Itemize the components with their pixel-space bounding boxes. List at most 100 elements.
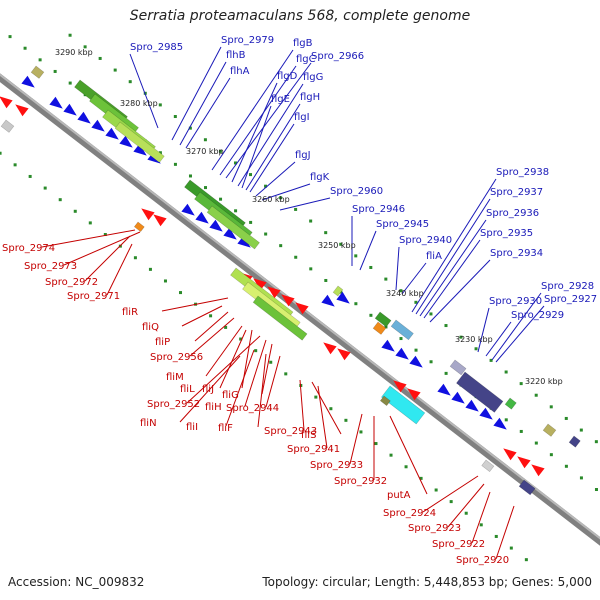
tick-mark — [209, 314, 213, 318]
reverse-gene-arrow — [267, 286, 281, 299]
bottom-leader-line — [495, 505, 515, 560]
top-leader-line — [179, 61, 227, 146]
forward-gene-arrow — [223, 227, 237, 240]
top-gene-label: flgI — [294, 112, 310, 123]
tick-mark — [158, 151, 162, 155]
tick-mark — [309, 219, 313, 223]
position-label: 3270 kbp — [186, 147, 224, 156]
bottom-leader-line — [447, 483, 485, 528]
forward-gene-arrow — [395, 347, 409, 360]
bottom-gene-label: Spro_2924 — [383, 508, 436, 519]
bottom-leader-line — [349, 413, 363, 465]
tick-mark — [429, 360, 433, 364]
top-leader-line — [423, 239, 481, 319]
forward-gene-arrow — [195, 211, 209, 224]
position-label: 3290 kbp — [55, 48, 93, 57]
top-leader-line — [185, 77, 231, 149]
top-gene-label: Spro_2935 — [480, 228, 533, 239]
reverse-gene-arrow — [253, 278, 267, 291]
bottom-gene-label: putA — [387, 490, 411, 501]
tick-mark — [188, 174, 192, 178]
tick-mark — [369, 265, 373, 269]
bottom-gene-label: fliM — [166, 372, 184, 383]
tick-mark — [219, 197, 223, 201]
reverse-gene-arrow — [295, 302, 309, 315]
gene-labels: Spro_2985Spro_2979flhBflhAflgBflgCSpro_2… — [2, 35, 597, 566]
topology-info: Topology: circular; Length: 5,448,853 bp… — [262, 575, 592, 589]
reverse-gene-arrow — [0, 96, 13, 109]
top-leader-line — [411, 178, 497, 313]
tick-mark — [0, 151, 2, 155]
top-leader-line — [129, 53, 159, 129]
tick-mark — [23, 46, 27, 50]
tick-mark — [88, 221, 92, 225]
gene-block — [504, 397, 517, 410]
position-label: 3250 kbp — [318, 241, 356, 250]
label-leader-lines — [41, 46, 545, 560]
top-gene-label: flgB — [293, 38, 313, 49]
forward-gene-arrow — [409, 355, 423, 368]
tick-mark — [474, 347, 478, 351]
tick-mark — [68, 81, 72, 85]
top-leader-line — [279, 197, 331, 211]
tick-mark — [188, 126, 192, 130]
bottom-gene-label: fliJ — [202, 384, 214, 395]
tick-mark — [534, 393, 538, 397]
top-leader-line — [249, 123, 295, 193]
forward-gene-arrow — [237, 235, 251, 248]
bottom-gene-label: Spro_2920 — [456, 555, 509, 566]
gene-block — [379, 395, 391, 406]
tick-mark — [103, 233, 107, 237]
position-label: 3230 kbp — [455, 335, 493, 344]
reverse-gene-arrow — [281, 294, 295, 307]
gene-block — [372, 321, 387, 335]
tick-mark — [133, 256, 137, 260]
bottom-leader-line — [205, 325, 243, 377]
tick-mark — [73, 209, 77, 213]
top-gene-label: Spro_2930 — [489, 296, 542, 307]
top-leader-line — [359, 230, 377, 271]
top-gene-label: flgD — [277, 71, 298, 82]
tick-mark — [519, 429, 523, 433]
tick-mark — [534, 441, 538, 445]
bottom-leader-line — [186, 335, 261, 404]
bottom-leader-line — [311, 381, 342, 435]
forward-gene-arrow — [381, 339, 395, 352]
tick-mark — [399, 337, 403, 341]
tick-mark — [419, 476, 423, 480]
bottom-leader-line — [471, 491, 491, 544]
tick-mark — [204, 186, 208, 190]
bottom-leader-line — [179, 355, 241, 423]
tick-mark — [354, 254, 358, 258]
bottom-leader-line — [244, 339, 267, 407]
bottom-gene-label: Spro_2972 — [45, 277, 98, 288]
bottom-gene-label: fliR — [122, 307, 138, 318]
reverse-gene-arrow — [15, 104, 29, 117]
top-gene-label: Spro_2940 — [399, 235, 452, 246]
gene-block — [542, 423, 557, 437]
bottom-leader-line — [265, 355, 281, 408]
tick-mark — [389, 453, 393, 457]
reverse-gene-arrow — [141, 208, 155, 221]
gene-block — [374, 311, 392, 328]
top-gene-label: Spro_2945 — [376, 219, 429, 230]
tick-mark — [414, 300, 418, 304]
tick-mark — [509, 546, 513, 550]
top-gene-label: fliA — [426, 251, 442, 262]
forward-gene-arrow — [119, 135, 133, 148]
bottom-leader-line — [161, 297, 229, 312]
tick-mark — [239, 337, 243, 341]
tick-mark — [218, 149, 222, 153]
top-gene-label: Spro_2979 — [221, 35, 274, 46]
reverse-gene-arrow — [407, 388, 421, 401]
top-gene-label: flgG — [303, 72, 323, 83]
tick-mark — [414, 348, 418, 352]
gene-block — [252, 295, 308, 341]
bottom-gene-label: fliI — [186, 422, 198, 433]
bottom-gene-label: fliS — [301, 430, 316, 441]
forward-gene-arrow — [77, 111, 91, 124]
tick-mark — [58, 198, 62, 202]
tick-mark — [68, 33, 72, 37]
bottom-leader-line — [389, 415, 428, 495]
